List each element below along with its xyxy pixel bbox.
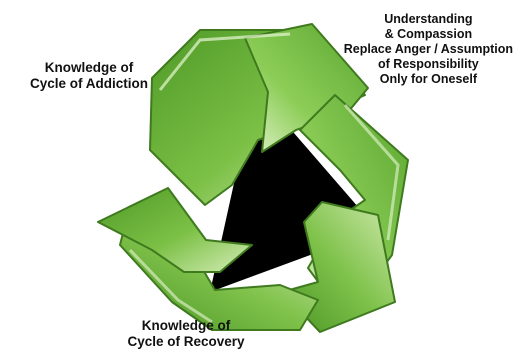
label-line: Only for Oneself bbox=[344, 72, 513, 87]
label-line: Knowledge of bbox=[112, 318, 260, 334]
label-line: Cycle of Addiction bbox=[0, 76, 178, 92]
label-line: & Compassion bbox=[344, 27, 513, 42]
label-line: Understanding bbox=[344, 12, 513, 27]
label-cycle-of-addiction: Knowledge of Cycle of Addiction bbox=[0, 60, 178, 92]
label-understanding-compassion: Understanding & Compassion Replace Anger… bbox=[344, 12, 513, 87]
label-line: of Responsibility bbox=[344, 57, 513, 72]
label-line: Knowledge of bbox=[0, 60, 178, 76]
label-line: Cycle of Recovery bbox=[112, 334, 260, 350]
label-line: Replace Anger / Assumption bbox=[344, 42, 513, 57]
label-cycle-of-recovery: Knowledge of Cycle of Recovery bbox=[112, 318, 260, 350]
